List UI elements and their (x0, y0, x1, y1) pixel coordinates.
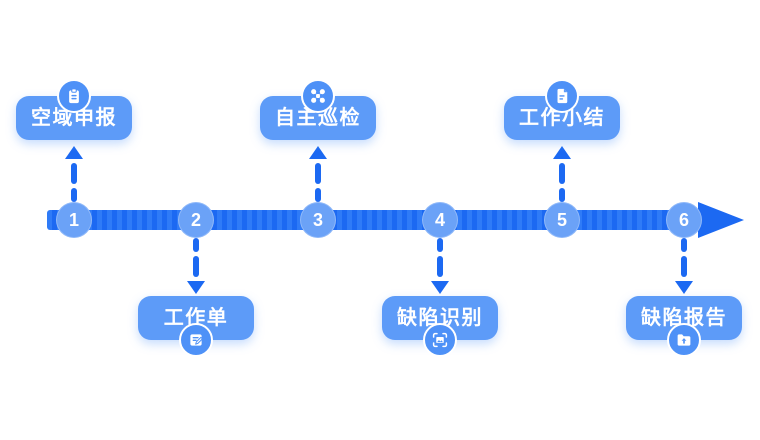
timeline-node-3: 3 (300, 202, 336, 238)
step-card-defect-identification: 缺陷识别 (382, 296, 498, 357)
edit-note-icon (179, 323, 213, 357)
connector-down-arrow-icon (186, 236, 206, 294)
timeline-bar (47, 210, 700, 230)
step-label: 缺陷报告 (641, 307, 727, 329)
step-label: 自主巡检 (275, 107, 361, 129)
step-label: 缺陷识别 (397, 307, 483, 329)
connector-down-arrow-icon (430, 236, 450, 294)
drone-icon (301, 79, 335, 113)
node-number: 6 (678, 209, 689, 230)
timeline-node-1: 1 (56, 202, 92, 238)
step-card-airspace-declaration: 空域申报 (16, 79, 132, 140)
step-label: 工作单 (163, 307, 229, 329)
step-card-autonomous-inspection: 自主巡检 (260, 79, 376, 140)
timeline-node-5: 5 (544, 202, 580, 238)
connector-up-arrow-icon (308, 146, 328, 204)
timeline-arrowhead-icon (698, 202, 744, 238)
timeline-node-2: 2 (178, 202, 214, 238)
clipboard-icon (57, 79, 91, 113)
connector-down-arrow-icon (674, 236, 694, 294)
scan-image-icon (423, 323, 457, 357)
timeline-node-4: 4 (422, 202, 458, 238)
step-card-work-summary: 工作小结 (504, 79, 620, 140)
step-label: 空域申报 (31, 107, 117, 129)
node-number: 3 (312, 209, 323, 230)
timeline-node-6: 6 (666, 202, 702, 238)
node-number: 1 (68, 209, 79, 230)
step-label: 工作小结 (519, 107, 605, 129)
node-number: 5 (556, 209, 567, 230)
node-number: 2 (190, 209, 201, 230)
node-number: 4 (434, 209, 445, 230)
step-card-work-order: 工作单 (138, 296, 254, 357)
folder-upload-icon (667, 323, 701, 357)
connector-up-arrow-icon (64, 146, 84, 204)
step-card-defect-report: 缺陷报告 (626, 296, 742, 357)
connector-up-arrow-icon (552, 146, 572, 204)
document-icon (545, 79, 579, 113)
